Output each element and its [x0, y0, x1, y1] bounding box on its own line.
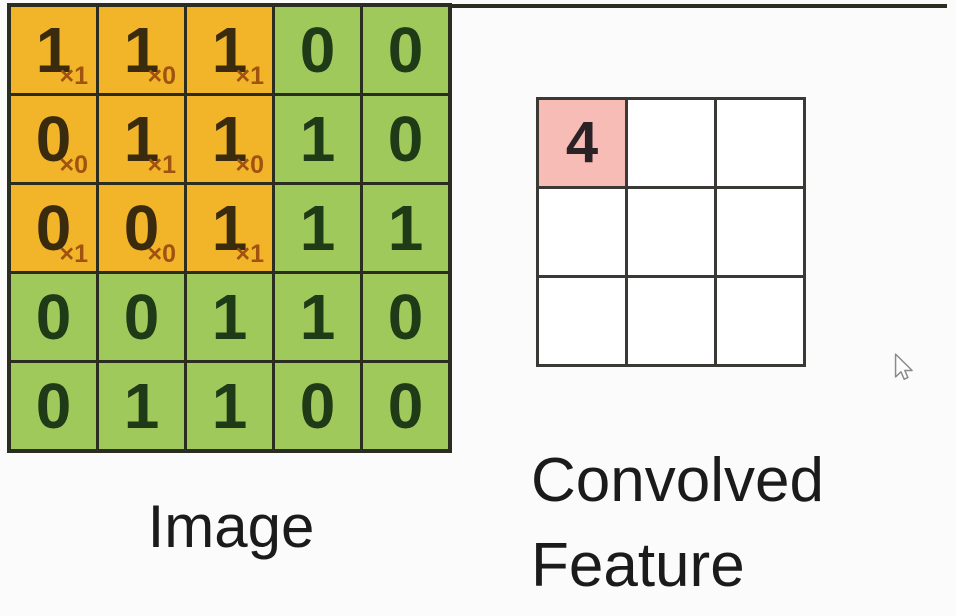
kernel-multiplier: ×1 [235, 62, 264, 90]
image-cell-r5c3: 1 [187, 363, 272, 449]
cell-value: 1 [211, 192, 248, 264]
cell-value: 1 [299, 103, 336, 175]
image-cell-r1c4: 0 [275, 7, 360, 93]
cell-value: 0 [387, 281, 424, 353]
cell-value: 1 [211, 103, 248, 175]
convolved-feature-grid: 4 [536, 97, 806, 367]
convolved-label-line2: Feature [531, 531, 745, 600]
convolved-cell-r3c2 [628, 278, 714, 364]
cell-value: 0 [387, 103, 424, 175]
cell-value: 0 [35, 281, 72, 353]
cell-value: 1 [211, 370, 248, 442]
cell-value: 0 [123, 281, 160, 353]
convolved-cell-r1c1: 4 [539, 100, 625, 186]
cell-value: 0 [35, 103, 72, 175]
cell-value: 0 [387, 370, 424, 442]
image-cell-r4c3: 1 [187, 274, 272, 360]
cell-value: 0 [123, 192, 160, 264]
image-cell-r3c4: 1 [275, 185, 360, 271]
image-cell-r4c1: 0 [11, 274, 96, 360]
cell-value: 0 [387, 14, 424, 86]
kernel-multiplier: ×1 [59, 62, 88, 90]
image-cell-r2c5: 0 [363, 96, 448, 182]
cell-value: 1 [211, 14, 248, 86]
cell-value: 0 [299, 370, 336, 442]
cell-value: 1 [123, 370, 160, 442]
image-cell-r1c2: 1×0 [99, 7, 184, 93]
image-cell-r5c5: 0 [363, 363, 448, 449]
image-cell-r2c4: 1 [275, 96, 360, 182]
kernel-multiplier: ×1 [235, 240, 264, 268]
cell-value: 0 [35, 192, 72, 264]
cell-value: 1 [299, 281, 336, 353]
kernel-multiplier: ×0 [235, 151, 264, 179]
convolved-feature-label: Convolved Feature [531, 438, 824, 608]
cell-value: 1 [299, 192, 336, 264]
convolved-cell-r1c3 [717, 100, 803, 186]
image-cell-r2c2: 1×1 [99, 96, 184, 182]
cell-value: 1 [211, 281, 248, 353]
cell-value: 0 [299, 14, 336, 86]
convolved-cell-r3c3 [717, 278, 803, 364]
kernel-multiplier: ×0 [147, 62, 176, 90]
top-divider-line [7, 4, 947, 8]
image-cell-r3c1: 0×1 [11, 185, 96, 271]
image-cell-r4c4: 1 [275, 274, 360, 360]
image-cell-r4c2: 0 [99, 274, 184, 360]
convolved-cell-r3c1 [539, 278, 625, 364]
image-cell-r1c1: 1×1 [11, 7, 96, 93]
image-cell-r2c3: 1×0 [187, 96, 272, 182]
cell-value: 4 [565, 110, 599, 175]
image-cell-r3c2: 0×0 [99, 185, 184, 271]
kernel-multiplier: ×1 [59, 240, 88, 268]
cell-value: 1 [123, 103, 160, 175]
image-cell-r5c4: 0 [275, 363, 360, 449]
cell-value: 1 [387, 192, 424, 264]
image-cell-r2c1: 0×0 [11, 96, 96, 182]
image-grid-label: Image [147, 493, 315, 560]
image-cell-r5c2: 1 [99, 363, 184, 449]
convolved-cell-r2c3 [717, 189, 803, 275]
image-cell-r1c3: 1×1 [187, 7, 272, 93]
kernel-multiplier: ×0 [147, 240, 176, 268]
kernel-multiplier: ×1 [147, 151, 176, 179]
convolved-cell-r1c2 [628, 100, 714, 186]
cell-value: 1 [35, 14, 72, 86]
cell-value: 1 [123, 14, 160, 86]
kernel-multiplier: ×0 [59, 151, 88, 179]
image-cell-r3c5: 1 [363, 185, 448, 271]
cell-value: 0 [35, 370, 72, 442]
image-cell-r1c5: 0 [363, 7, 448, 93]
convolved-cell-r2c2 [628, 189, 714, 275]
convolved-cell-r2c1 [539, 189, 625, 275]
image-cell-r5c1: 0 [11, 363, 96, 449]
mouse-cursor-icon [894, 353, 913, 380]
convolved-label-line1: Convolved [531, 446, 824, 515]
image-cell-r4c5: 0 [363, 274, 448, 360]
image-cell-r3c3: 1×1 [187, 185, 272, 271]
